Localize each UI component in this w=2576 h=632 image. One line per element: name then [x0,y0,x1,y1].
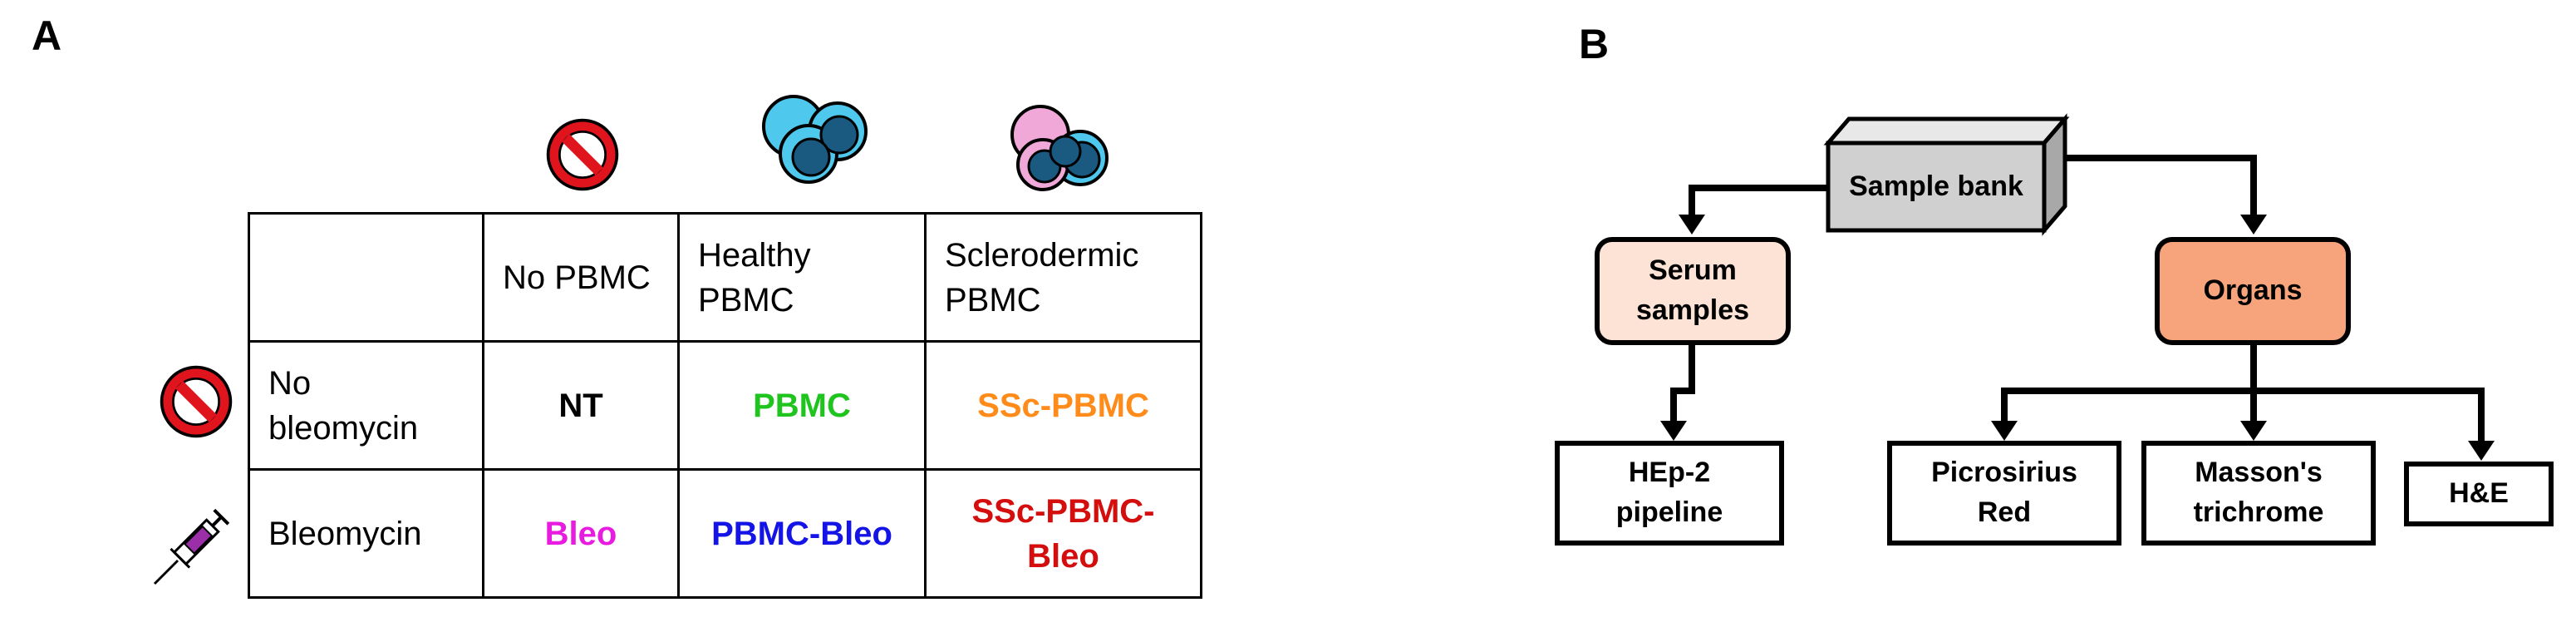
massons-trichrome-box [2141,441,2376,546]
syringe-icon [148,499,239,590]
picrosirius-red-label: Picrosirius Red [1931,457,2077,528]
serum-samples-label: Serum samples [1635,254,1750,326]
hep2-pipeline-label: HEp-2 pipeline [1615,457,1723,528]
massons-trichrome-label: Masson's trichrome [2193,457,2324,528]
table-row: No bleomycin NT PBMC SSc-PBMC [248,340,1202,471]
he-label: H&E [2449,477,2509,510]
sample-bank-label: Sample bank [1849,170,2023,202]
row-header: No bleomycin [248,340,484,471]
organs-box [2155,237,2351,345]
experimental-design-table: No PBMC Healthy PBMC Sclerodermic PBMC N… [248,212,1202,599]
column-header: No PBMC [482,212,680,343]
sample-bank-top-face [1823,116,2070,146]
sclerodermic-pbmc-cells-icon [997,100,1113,193]
column-header: Healthy PBMC [677,212,927,343]
condition-cell: Bleo [482,468,680,599]
panel-label-a: A [32,12,62,59]
row-header: Bleomycin [248,468,484,599]
hep2-pipeline-box [1555,441,1784,546]
condition-cell: PBMC [677,340,927,471]
condition-cell: PBMC-Bleo [677,468,927,599]
column-header: Sclerodermic PBMC [924,212,1202,343]
panel-label-b: B [1579,21,1610,67]
sample-bank-box [1826,141,2047,233]
table-row: Bleomycin Bleo PBMC-Bleo SSc-PBMC-Bleo [248,468,1202,599]
organs-label: Organs [2203,274,2303,307]
condition-cell: SSc-PBMC [924,340,1202,471]
condition-cell: NT [482,340,680,471]
serum-samples-box [1595,237,1791,345]
he-box [2404,462,2554,526]
table-corner-cell [248,212,484,343]
table-header-row: No PBMC Healthy PBMC Sclerodermic PBMC [248,212,1202,343]
prohibition-icon [544,116,621,193]
picrosirius-red-box [1887,441,2121,546]
prohibition-icon [158,363,234,440]
condition-cell: SSc-PBMC-Bleo [924,468,1202,599]
healthy-pbmc-cells-icon [750,91,875,187]
